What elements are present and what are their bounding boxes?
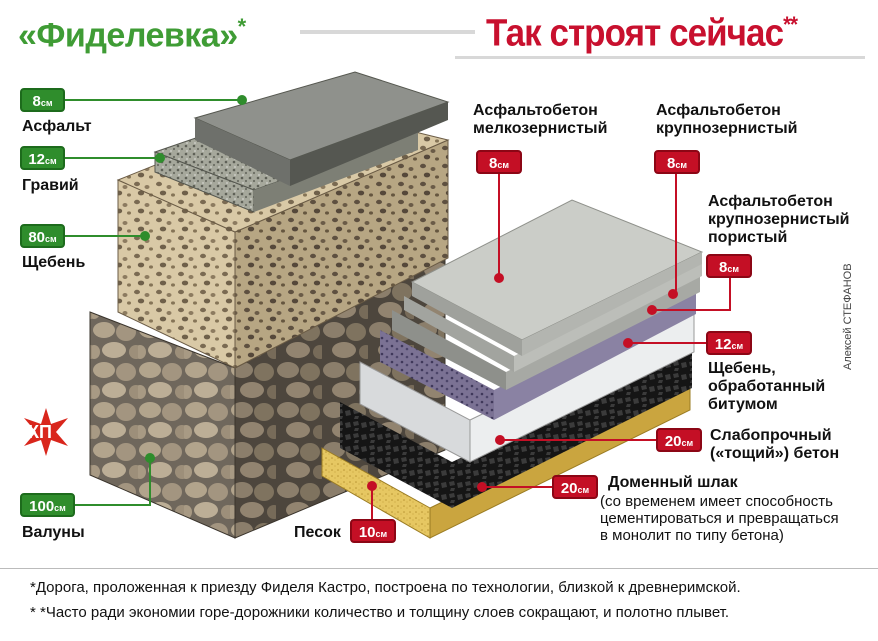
- label-asphalt: Асфальт: [22, 118, 92, 135]
- label-rubble: Щебень: [22, 254, 86, 271]
- footnote-2: * *Часто ради экономии горе-дорожники ко…: [30, 604, 730, 621]
- kp-logo-text: КП: [28, 422, 52, 442]
- badge-asphalt: 8см: [20, 88, 65, 112]
- badge-sand: 10см: [350, 519, 396, 543]
- label-lean-concrete: Слабопрочный(«тощий») бетон: [710, 427, 840, 462]
- badge-coarse-asphalt: 8см: [654, 150, 700, 174]
- label-sand: Песок: [294, 524, 341, 541]
- badge-porous-asphalt: 8см: [706, 254, 752, 278]
- badge-bitumen-rubble: 12см: [706, 331, 752, 355]
- title-divider-left: [300, 30, 475, 34]
- badge-gravel: 12см: [20, 146, 65, 170]
- title-fidelevka: «Фиделевка»*: [18, 14, 246, 55]
- right-block: [321, 199, 704, 539]
- label-slag: Доменный шлак: [608, 474, 738, 491]
- badge-lean-concrete: 20см: [656, 428, 702, 452]
- label-boulders: Валуны: [22, 524, 85, 541]
- title-modern: Так строят сейчас**: [486, 12, 798, 55]
- footnote-1: *Дорога, проложенная к приезду Фиделя Ка…: [30, 579, 741, 596]
- badge-boulders: 100см: [20, 493, 75, 517]
- label-gravel: Гравий: [22, 177, 79, 194]
- left-leaders: [65, 95, 247, 506]
- author-credit: Алексей СТЕФАНОВ: [842, 263, 854, 370]
- badge-rubble: 80см: [20, 224, 65, 248]
- right-leaders: [367, 172, 731, 519]
- kp-logo: [24, 408, 68, 456]
- title-divider-right: [455, 56, 865, 59]
- badge-fine-asphalt: 8см: [476, 150, 522, 174]
- footnotes: *Дорога, проложенная к приезду Фиделя Ка…: [0, 568, 878, 641]
- badge-slag: 20см: [552, 475, 598, 499]
